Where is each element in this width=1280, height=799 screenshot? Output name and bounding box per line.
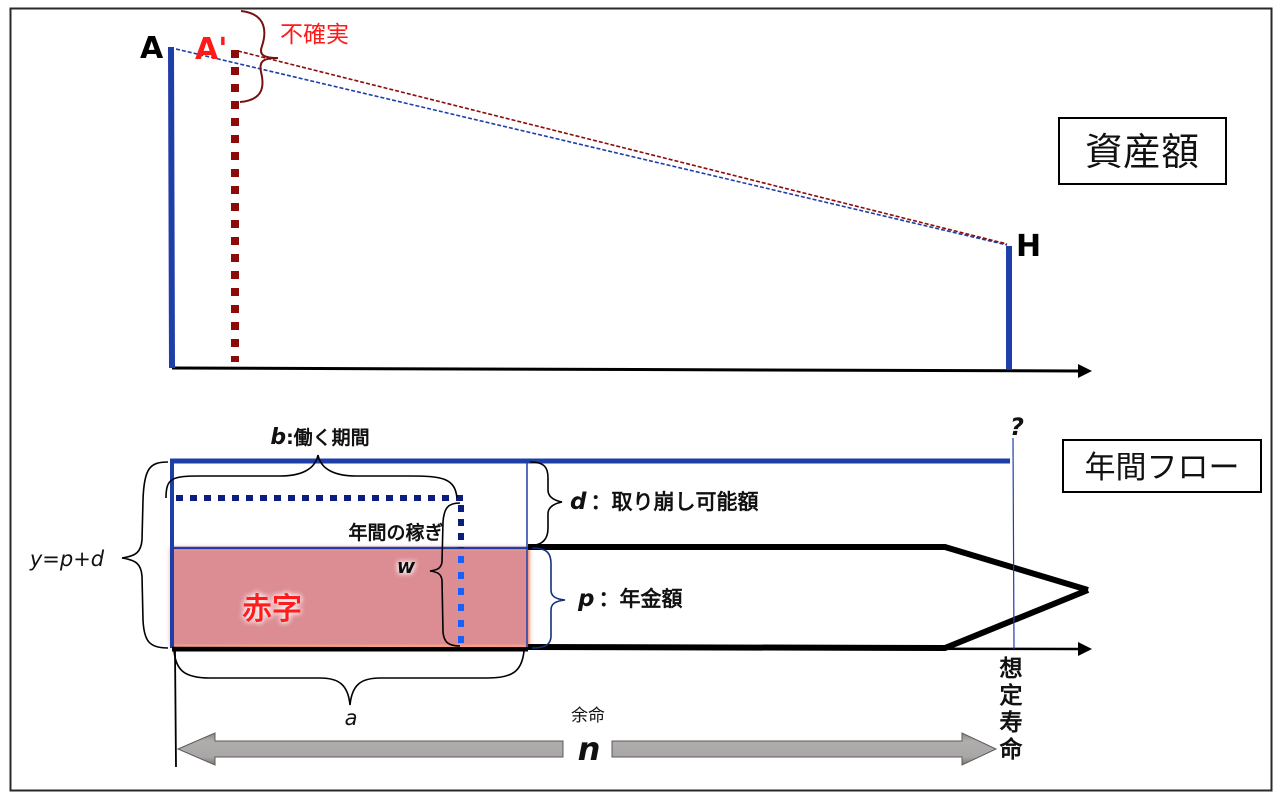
b-label: b:働く期間 (270, 425, 369, 450)
flow-title-box (1062, 439, 1262, 493)
earnings-label: 年間の稼ぎ (348, 521, 443, 544)
p-brace (531, 547, 566, 649)
remaining-life-arrow-right (611, 732, 998, 766)
life-expectancy-char-2: 定 (1000, 682, 1023, 709)
asset-x-axis (171, 366, 1081, 373)
life-expectancy-label: 想 定 寿 命 (1000, 656, 1024, 763)
label-H: H (1016, 229, 1041, 264)
asset-title: 資産額 (1085, 130, 1199, 174)
label-A: A (140, 31, 164, 66)
flow-title: 年間フロー (1085, 450, 1240, 486)
a-label: a (345, 706, 358, 730)
remaining-life-label: 余命 (571, 706, 605, 726)
life-expectancy-char-1: 想 (1000, 656, 1023, 682)
asset-A-bar (168, 46, 175, 369)
w-label: w (397, 554, 416, 578)
remaining-life-arrow-left (176, 732, 564, 766)
question-label: ? (1010, 413, 1024, 441)
uncertainty-brace (239, 10, 279, 103)
n-label: n (578, 730, 601, 768)
asset-panel: A A' 不確実 H 資産額 (140, 10, 1227, 378)
y-label: y=p+d (29, 547, 105, 571)
b-brace (165, 454, 458, 499)
label-A-prime: A' (195, 32, 227, 67)
pension-band-top (528, 544, 1089, 593)
p-label: p：年金額 (577, 586, 682, 612)
y-brace (121, 461, 169, 649)
asset-decline-line-blue (175, 48, 1008, 246)
flow-panel: 年間フロー (29, 413, 1262, 768)
d-label-var: d (570, 489, 587, 515)
life-expectancy-char-3: 寿 (1000, 709, 1023, 736)
b-label-var: b (270, 425, 286, 450)
flow-x-axis-arrowhead (1078, 642, 1092, 656)
w-brace (429, 502, 461, 647)
life-expectancy-line (1012, 437, 1015, 650)
d-label-text: ：取り崩し可能額 (590, 490, 758, 514)
life-expectancy-char-4: 命 (1000, 736, 1024, 763)
asset-x-axis-arrowhead (1078, 364, 1092, 378)
b-label-text: :働く期間 (286, 426, 370, 449)
start-marker-line (174, 649, 177, 768)
uncertain-label: 不確実 (280, 22, 349, 48)
asset-title-box (1058, 117, 1227, 185)
asset-decline-line-red (237, 50, 1008, 245)
a-brace (173, 650, 525, 706)
flow-x-axis (171, 646, 1081, 651)
d-label: d：取り崩し可能額 (570, 489, 758, 515)
p-label-var: p (577, 586, 594, 612)
deficit-area (170, 547, 530, 648)
d-brace (529, 461, 563, 547)
deficit-label: 赤字 (242, 592, 302, 627)
p-label-text: ：年金額 (598, 587, 682, 611)
